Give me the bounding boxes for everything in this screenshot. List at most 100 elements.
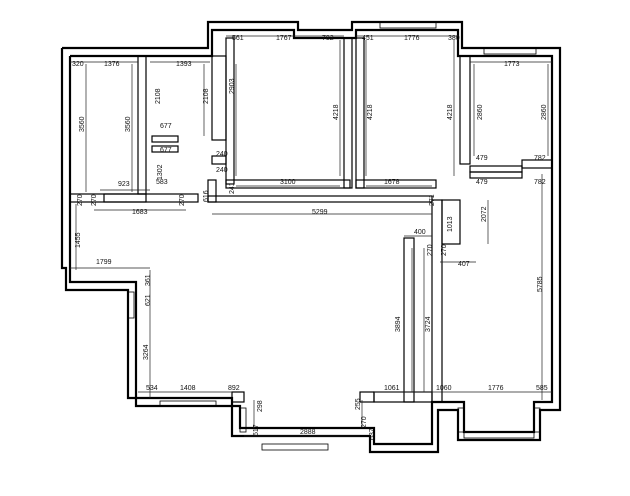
dim-1773: 1773	[504, 61, 520, 68]
dim-4218-c: 4218	[447, 104, 454, 120]
dim-616: 616	[203, 190, 210, 202]
dim-4218-a: 4218	[333, 104, 340, 120]
dim-1767: 1767	[276, 35, 292, 42]
dim-2108-a: 2108	[155, 88, 162, 104]
dim-3264: 3264	[143, 344, 150, 360]
window-bay-right	[533, 407, 541, 433]
wall-closet-stub	[151, 135, 179, 143]
wall-mid-left	[355, 37, 365, 189]
dim-240-b: 240	[216, 167, 228, 174]
wall-bath-bottom	[225, 179, 351, 189]
dim-782-c: 782	[534, 179, 546, 186]
dim-583: 583	[156, 179, 168, 186]
wall-kitchen-top	[441, 199, 461, 245]
dim-1408: 1408	[180, 385, 196, 392]
wall-bath-left	[225, 37, 235, 185]
dim-782-top: 782	[322, 35, 334, 42]
wall-bath-right	[343, 37, 353, 189]
dim-3894: 3894	[395, 316, 402, 332]
dim-241: 241	[229, 182, 236, 194]
outer-wall-outer	[60, 20, 562, 454]
dim-271: 271	[429, 194, 436, 206]
dim-270-c: 270	[179, 194, 186, 206]
wall-corridor	[207, 195, 433, 203]
dim-270-a: 270	[77, 194, 84, 206]
wall-bottom-right	[373, 391, 433, 403]
dim-677-b: 677	[160, 147, 172, 154]
dim-1393: 1393	[176, 61, 192, 68]
dim-400: 400	[414, 229, 426, 236]
dim-479-b: 479	[476, 179, 488, 186]
wall-closet	[103, 193, 199, 203]
wall-right-bottom	[469, 165, 523, 173]
dim-1302: 1302	[157, 164, 164, 180]
dim-1455: 1455	[75, 232, 82, 248]
window-bay-left	[457, 407, 465, 433]
dim-270-e: 270	[441, 244, 448, 256]
dimension-labels: 561 1767 782 451 1776 380 320 1376 1393 …	[72, 35, 548, 440]
interior-walls	[69, 37, 553, 403]
dim-320: 320	[72, 61, 84, 68]
dim-621: 621	[145, 294, 152, 306]
wall-room1-right	[137, 55, 147, 195]
dim-451: 451	[362, 35, 374, 42]
wall-closet-stub2	[151, 145, 179, 153]
dim-407: 407	[458, 261, 470, 268]
window-bottom-left	[159, 400, 217, 407]
wall-room2-right	[211, 55, 227, 141]
dim-923: 923	[118, 181, 130, 188]
dim-380: 380	[448, 35, 460, 42]
dim-2903: 2903	[229, 78, 236, 94]
dim-1061: 1061	[384, 385, 400, 392]
dim-2888: 2888	[300, 429, 316, 436]
dim-2860-a: 2860	[477, 104, 484, 120]
dim-677-a: 677	[160, 123, 172, 130]
dim-4218-b: 4218	[367, 104, 374, 120]
window-left	[127, 291, 135, 319]
dim-1776-top: 1776	[404, 35, 420, 42]
dim-1776-bottom: 1776	[488, 385, 504, 392]
outer-wall-inner	[68, 28, 554, 446]
dim-240-a: 240	[216, 151, 228, 158]
dim-361: 361	[145, 274, 152, 286]
dim-270-d: 270	[427, 244, 434, 256]
dim-561: 561	[232, 35, 244, 42]
dim-585: 585	[536, 385, 548, 392]
dim-5299: 5299	[312, 209, 328, 216]
dim-3560-right: 3560	[125, 116, 132, 132]
wall-bottom-left-stub	[231, 391, 245, 403]
dim-1013: 1013	[447, 216, 454, 232]
dim-637: 637	[369, 428, 376, 440]
window-bay	[463, 431, 535, 439]
dim-3560-left: 3560	[79, 116, 86, 132]
window-bottom-center	[261, 443, 329, 451]
dim-298: 298	[257, 400, 264, 412]
window-bottom-step	[239, 407, 247, 433]
dim-2860-b: 2860	[541, 104, 548, 120]
dim-255: 255	[355, 398, 362, 410]
dim-782-b: 782	[534, 155, 546, 162]
windows	[127, 21, 541, 451]
dim-3724: 3724	[425, 316, 432, 332]
dim-617: 617	[253, 424, 260, 436]
wall-right-bottom2	[469, 171, 523, 179]
wall-kitchen-stub	[521, 159, 553, 169]
dim-1678: 1678	[384, 179, 400, 186]
outer-walls	[60, 20, 562, 454]
wall-kitchen-left	[431, 199, 443, 403]
dim-1060: 1060	[436, 385, 452, 392]
dim-1683: 1683	[132, 209, 148, 216]
dim-5785: 5785	[537, 276, 544, 292]
dim-270-f: 270	[361, 416, 368, 428]
wall-hall	[403, 237, 415, 403]
wall-right-left	[459, 55, 471, 165]
dim-534: 534	[146, 385, 158, 392]
window-top-right	[483, 47, 537, 55]
wall-mid-bottom	[355, 179, 437, 189]
dim-1376: 1376	[104, 61, 120, 68]
dim-892: 892	[228, 385, 240, 392]
dim-3100: 3100	[280, 179, 296, 186]
dimension-lines	[70, 35, 552, 437]
dim-479-a: 479	[476, 155, 488, 162]
